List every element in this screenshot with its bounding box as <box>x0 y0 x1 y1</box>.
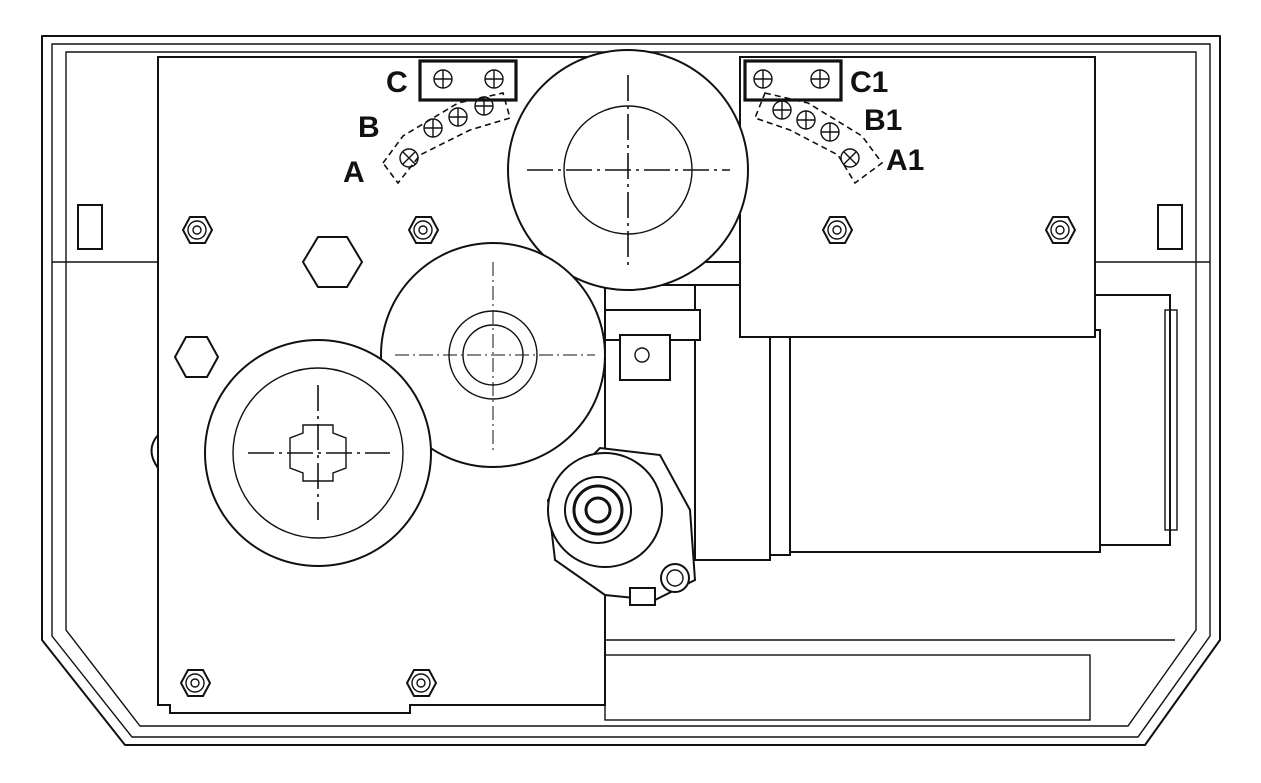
upper-roller <box>507 49 749 291</box>
screw-a <box>399 148 419 168</box>
hex-nut <box>1044 216 1077 244</box>
screw-b-3 <box>474 96 494 116</box>
label-c1: C1 <box>850 66 888 99</box>
hex-nut <box>405 669 438 697</box>
label-a1: A1 <box>886 144 924 177</box>
left-bracket <box>77 204 103 250</box>
screw-b1-1 <box>772 100 792 120</box>
label-a: A <box>343 156 365 189</box>
screw-b1-2 <box>796 110 816 130</box>
screw-b1-3 <box>820 122 840 142</box>
right-frame-plate <box>739 56 1096 338</box>
label-c: C <box>386 66 408 99</box>
left-tab <box>150 434 159 469</box>
adjustment-group-left <box>382 59 518 185</box>
lower-frame <box>604 639 1175 721</box>
screw-c1-left <box>753 69 773 89</box>
screw-c-right <box>484 69 504 89</box>
large-hex-nut <box>301 236 364 288</box>
gear-pulley <box>546 446 697 606</box>
hex-nut <box>821 216 854 244</box>
adjustment-group-right <box>743 59 884 185</box>
screw-c-left <box>433 69 453 89</box>
hex-nut <box>179 669 212 697</box>
label-b: B <box>358 111 380 144</box>
hex-nut <box>181 216 214 244</box>
middle-roller <box>380 242 606 468</box>
screw-b-2 <box>448 107 468 127</box>
housing-outline <box>41 35 1221 746</box>
screw-b-1 <box>423 118 443 138</box>
right-bracket <box>1157 204 1183 250</box>
lower-left-spool <box>204 339 432 567</box>
motor <box>604 284 1178 561</box>
hex-nut <box>407 216 440 244</box>
label-b1: B1 <box>864 104 902 137</box>
screw-c1-right <box>810 69 830 89</box>
screw-a1 <box>840 148 860 168</box>
small-hex-nut <box>173 336 220 378</box>
